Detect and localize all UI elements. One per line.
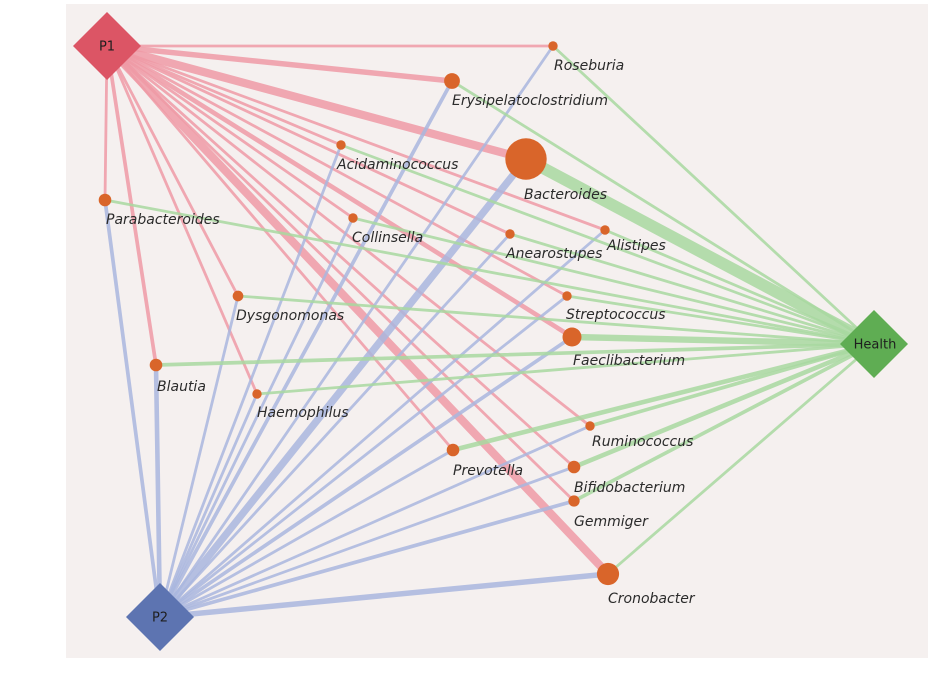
edge-health-bifidobacterium [571,341,877,470]
taxon-label-acidaminococcus: Acidaminococcus [336,157,458,173]
taxon-label-anearostupes: Anearostupes [505,246,602,262]
edge-p1-haemophilus [105,44,259,396]
edge-health-dysgonomonas [236,294,876,346]
edge-p2-faeclibacterium [158,335,574,619]
taxon-label-prevotella: Prevotella [453,463,523,479]
taxon-node-erysipelatoclostridium [444,73,460,89]
edge-p1-bifidobacterium [105,44,576,469]
edge-p2-parabacteroides [103,198,162,619]
taxon-label-blautia: Blautia [157,379,206,395]
edge-p2-alistipes [158,228,607,619]
edge-health-faeclibacterium [568,333,878,348]
hub-label-p2: P2 [152,611,168,626]
taxon-label-parabacteroides: Parabacteroides [106,212,220,228]
taxon-label-streptococcus: Streptococcus [566,307,666,323]
edge-p2-prevotella [158,448,455,619]
edge-p2-collinsella [158,216,355,619]
edge-p2-ruminococcus [158,424,592,619]
edge-health-parabacteroides [103,198,876,346]
taxon-label-faeclibacterium: Faeclibacterium [573,353,685,369]
hub-label-p1: P1 [99,40,115,55]
edge-health-haemophilus [255,342,876,396]
edge-p1-anearostupes [105,44,512,236]
taxon-node-bacteroides [505,138,547,180]
taxon-label-alistipes: Alistipes [606,238,666,254]
edge-health-streptococcus [565,294,876,346]
taxon-node-acidaminococcus [336,140,346,150]
edge-health-cronobacter [606,342,876,576]
edge-p2-gemmiger [158,499,576,619]
edge-p2-bifidobacterium [158,465,576,619]
taxon-node-collinsella [348,213,358,223]
hub-node-p1 [73,12,141,80]
taxon-node-ruminococcus [585,421,595,431]
taxon-node-streptococcus [562,291,572,301]
taxon-label-cronobacter: Cronobacter [608,591,696,607]
edge-p2-acidaminococcus [158,143,343,619]
edge-health-bacteroides [520,153,880,350]
edge-health-roseburia [551,44,876,346]
taxon-node-anearostupes [505,229,515,239]
taxon-node-prevotella [446,443,460,457]
edge-p2-roseburia [158,44,555,619]
edge-health-prevotella [450,341,877,453]
taxon-label-gemmiger: Gemmiger [574,514,649,530]
taxon-node-layer: RoseburiaErysipelatoclostridiumAcidamino… [98,41,696,607]
taxon-node-parabacteroides [98,193,112,207]
edge-health-anearostupes [508,232,876,346]
edge-layer [102,41,880,621]
taxon-label-bacteroides: Bacteroides [524,187,607,203]
edge-p2-haemophilus [158,392,259,619]
taxon-label-collinsella: Collinsella [352,230,423,246]
taxon-node-alistipes [600,225,610,235]
edge-p1-ruminococcus [105,44,592,428]
taxon-label-haemophilus: Haemophilus [257,405,349,421]
edge-p2-erysipelatoclostridium [158,79,454,619]
taxon-node-bifidobacterium [567,460,581,474]
edge-health-blautia [154,342,876,367]
taxon-label-roseburia: Roseburia [554,58,624,74]
edge-health-gemmiger [572,342,876,503]
taxon-label-ruminococcus: Ruminococcus [592,434,693,450]
taxon-label-erysipelatoclostridium: Erysipelatoclostridium [452,93,608,109]
edge-p1-bacteroides [102,41,531,164]
taxon-node-faeclibacterium [562,327,582,347]
taxon-label-dysgonomonas: Dysgonomonas [236,308,344,324]
taxon-node-haemophilus [252,389,262,399]
edge-health-alistipes [603,228,876,346]
edge-p1-alistipes [105,44,607,232]
hub-node-health [840,310,908,378]
edge-p2-anearostupes [158,232,512,619]
taxon-label-bifidobacterium: Bifidobacterium [574,480,685,496]
edge-health-acidaminococcus [339,143,876,346]
taxon-node-dysgonomonas [232,290,244,302]
edge-p2-cronobacter [157,571,611,620]
edge-p1-faeclibacterium [104,43,575,340]
edge-p2-blautia [153,362,163,620]
edge-p1-collinsella [105,44,355,220]
hub-node-p2 [126,583,194,651]
edge-p1-dysgonomonas [105,44,240,298]
taxon-node-roseburia [548,41,558,51]
edge-p1-gemmiger [105,44,576,503]
edge-health-collinsella [351,216,876,346]
edge-p2-streptococcus [158,294,569,619]
taxon-node-blautia [149,358,163,372]
edge-p2-dysgonomonas [158,294,240,619]
taxon-node-gemmiger [568,495,580,507]
edge-p1-acidaminococcus [105,44,343,147]
taxon-node-cronobacter [596,562,620,586]
edge-p1-erysipelatoclostridium [104,43,455,84]
hub-label-health: Health [854,338,897,353]
